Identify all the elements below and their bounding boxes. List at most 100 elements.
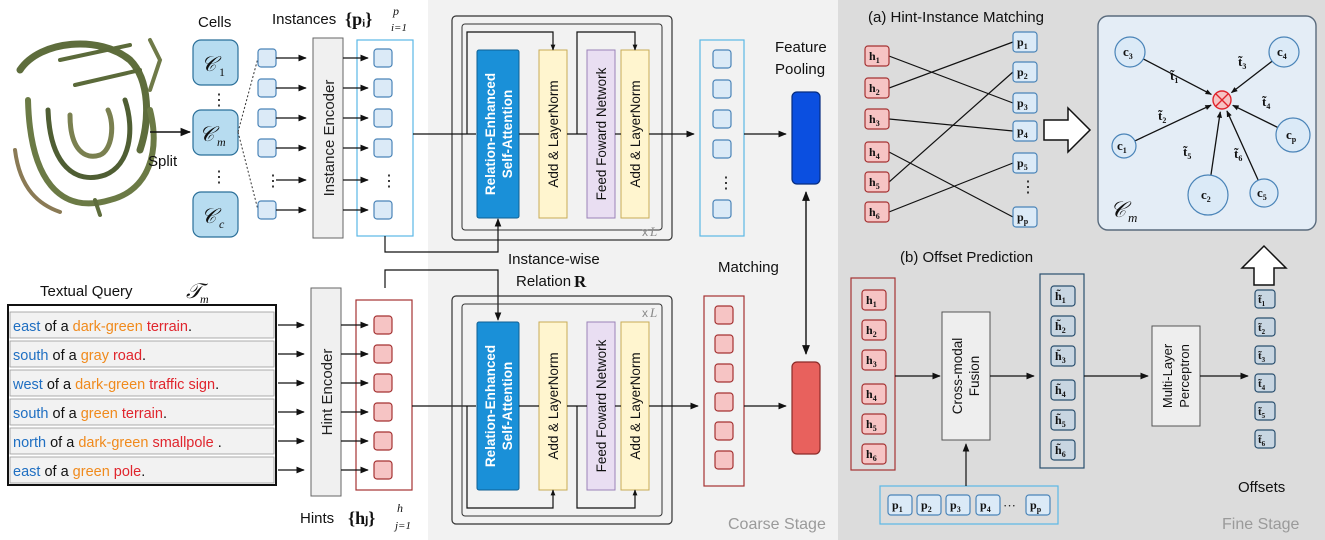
lower-output-square [714,305,734,325]
svg-text:Add & LayerNorm: Add & LayerNorm [628,80,643,187]
svg-text:m: m [217,135,226,149]
cell-graph-node [1249,178,1279,208]
matching-hint-box [864,45,890,67]
cell-graph-node [1268,36,1300,68]
hint-square [373,315,393,335]
query-row [9,369,275,397]
mlp-box [1151,325,1201,427]
offset-output-box [1254,373,1276,393]
cells-dots-2: ⋮ [211,169,227,186]
cell-graph-edge [1230,60,1273,94]
offset-fused-box [1050,379,1076,401]
fused-frame [1039,273,1085,469]
cell-graph-node [1187,174,1229,216]
offset-instance-box [1025,494,1051,516]
offset-instance-box [945,494,971,516]
matching-panel-title: (a) Hint-Instance Matching [868,9,1044,26]
cell-graph-node-label: c3 [1123,44,1133,61]
offset-fused-box [1050,439,1076,461]
fine-stage-label: Fine Stage [1222,516,1299,533]
offset-hint-label: h2 [866,323,877,339]
upper-output-square [712,79,732,99]
cell-graph-node [1111,133,1137,159]
query-box [7,304,277,486]
matching-instance-label: p1 [1017,35,1028,51]
svg-text:Add & LayerNorm: Add & LayerNorm [546,352,561,459]
matching-instance-box [1012,61,1038,83]
relation-symbol: R [574,272,587,291]
offset-output-label: t̃6 [1258,434,1266,448]
instance-input-square [257,138,277,158]
offset-output-box [1254,345,1276,365]
lower-output-square [714,334,734,354]
instance-output-square [373,138,393,158]
matching-line [888,162,1014,213]
query-row [9,427,275,455]
offset-fused-box [1050,409,1076,431]
cell-graph-node-label: c1 [1117,138,1127,155]
cell-graph-node [1114,36,1146,68]
offset-fused-label: h̃4 [1055,383,1066,399]
matching-hint-label: h5 [869,175,880,191]
offset-hint-label: h5 [866,417,877,433]
matching-instance-label: p4 [1017,124,1028,140]
cell-graph-edge-label: t̃6 [1234,146,1242,163]
matching-dots: ⋮ [1020,179,1036,196]
query-row-text: south of a gray road. [13,348,146,364]
matching-hint-box [864,171,890,193]
hint-frame [355,299,413,491]
hint-square [373,460,393,480]
offset-hint-box [861,443,887,465]
cell-graph-edge [1142,58,1212,96]
offset-hint-box [861,383,887,405]
instance-input-square [257,78,277,98]
upper-output-square [712,199,732,219]
offset-instance-box [887,494,913,516]
instance-input-square [257,200,277,220]
upper-output-square [712,49,732,69]
offset-fused-label: h̃3 [1055,349,1066,365]
relation-label-2: Relation [516,273,571,290]
matching-hint-box [864,201,890,223]
offset-output-label: t̃2 [1258,322,1266,336]
instances-formula: {pᵢ} [345,9,372,29]
matching-line [888,55,1014,104]
instance-encoder-box [312,37,344,239]
query-heading: Textual Query [40,283,133,300]
hint-square [373,373,393,393]
lower-output-square [714,450,734,470]
instance-output-dots: ⋮ [381,173,397,190]
offset-instance-label: p1 [892,498,903,514]
hint-square [373,431,393,451]
upper-output-square [712,139,732,159]
query-symbol-sub: m [200,292,209,306]
pooling-title-1: Feature [775,39,827,56]
offset-fused-box [1050,345,1076,367]
lower-transformer: Relation-Enhanced Self-Attention Add & L… [451,295,673,525]
offset-hint-box [861,319,887,341]
svg-text:Self-Attention: Self-Attention [500,362,515,451]
upper-output-frame [699,39,745,237]
cell-cc: 𝒞 c [192,191,239,238]
hints-formula: {hⱼ} [348,508,375,528]
query-row-text: west of a dark-green traffic sign. [12,377,219,393]
instances-heading: Instances [272,11,336,28]
svg-text:Add & LayerNorm: Add & LayerNorm [628,352,643,459]
mlp-label-2: Perceptron [1177,344,1192,408]
matching-label: Matching [718,259,779,276]
mlp-label-1: Multi-Layer [1160,343,1175,408]
lower-output-square [714,363,734,383]
hollow-arrow-up [1240,244,1288,286]
hints-formula-sup: h [397,501,403,515]
cell-graph-node-label: c2 [1201,187,1211,204]
instance-output-column [343,48,393,220]
instance-input-dots: ⋮ [265,173,281,190]
cell-fan-lines [237,57,259,211]
matching-instance-box [1012,31,1038,53]
offset-output-box [1254,401,1276,421]
upper-output-dots: ⋮ [718,175,734,192]
svg-text:Feed Foward Network: Feed Foward Network [594,339,609,472]
hints-label: Hints [300,510,334,527]
matching-instance-label: pp [1017,210,1029,226]
